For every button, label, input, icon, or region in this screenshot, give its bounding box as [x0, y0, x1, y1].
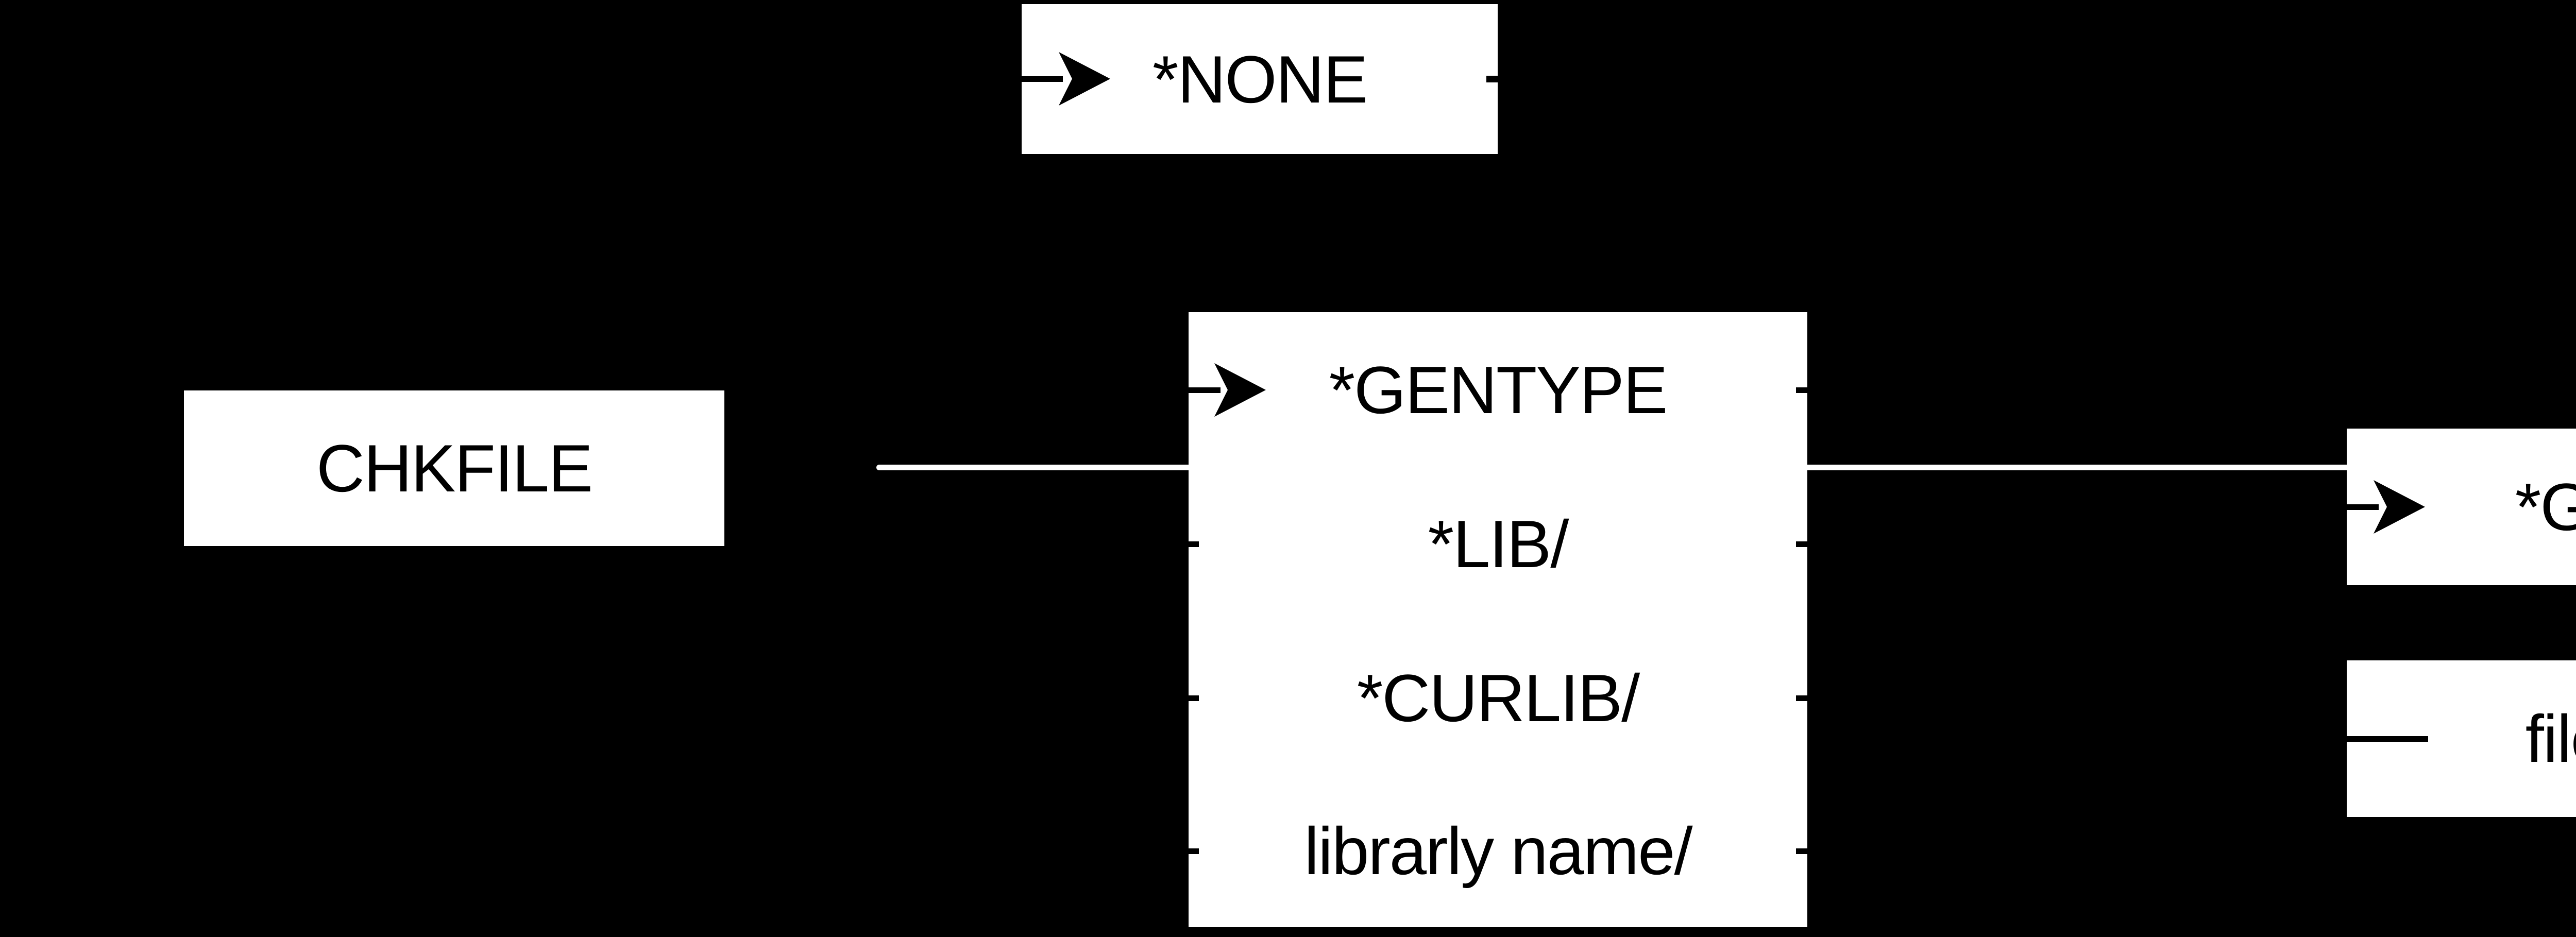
library-option-lib: *LIB/	[1428, 506, 1569, 582]
file-name-box: file name	[2347, 660, 2576, 817]
connector-stub-row2-exit	[1796, 541, 1807, 547]
file-name-label: file name	[2525, 701, 2576, 776]
library-option-gentype: *GENTYPE	[1329, 352, 1668, 428]
arrow-shaft	[2347, 504, 2379, 510]
none-option-label: *NONE	[1152, 41, 1368, 117]
library-option-curlib: *CURLIB/	[1357, 660, 1640, 736]
connector-stub-none-exit	[1486, 76, 1498, 82]
right-arrowhead-icon	[1059, 52, 1110, 106]
connector-stub-row3-exit	[1796, 695, 1807, 701]
arrow-shaft	[1189, 387, 1221, 393]
connector-stub-row3-entry	[1189, 695, 1199, 701]
connector-stub-row1-exit	[1796, 387, 1807, 393]
right-arrowhead-icon	[1214, 363, 1266, 417]
none-option-box: *NONE	[1022, 4, 1498, 154]
connector-stub-filename-entry	[2347, 736, 2428, 742]
library-option-library-name: librarly name/	[1304, 813, 1692, 889]
connector-stub-row4-exit	[1796, 848, 1807, 854]
connector-line-command-to-library	[876, 465, 1189, 470]
genlib-option-label: *GENLIB/	[2515, 469, 2576, 544]
chkfile-command-box: CHKFILE	[184, 390, 724, 546]
library-qualifier-box: *GENTYPE *LIB/ *CURLIB/ librarly name/	[1189, 312, 1807, 927]
connector-line-library-to-genlib	[1807, 465, 2347, 470]
right-arrowhead-icon	[2374, 480, 2425, 534]
connector-stub-row4-entry	[1189, 848, 1199, 854]
chkfile-command-label: CHKFILE	[316, 431, 593, 506]
genlib-option-box: *GENLIB/	[2347, 429, 2576, 585]
connector-stub-row2-entry	[1189, 541, 1199, 547]
arrow-shaft	[1022, 76, 1063, 82]
